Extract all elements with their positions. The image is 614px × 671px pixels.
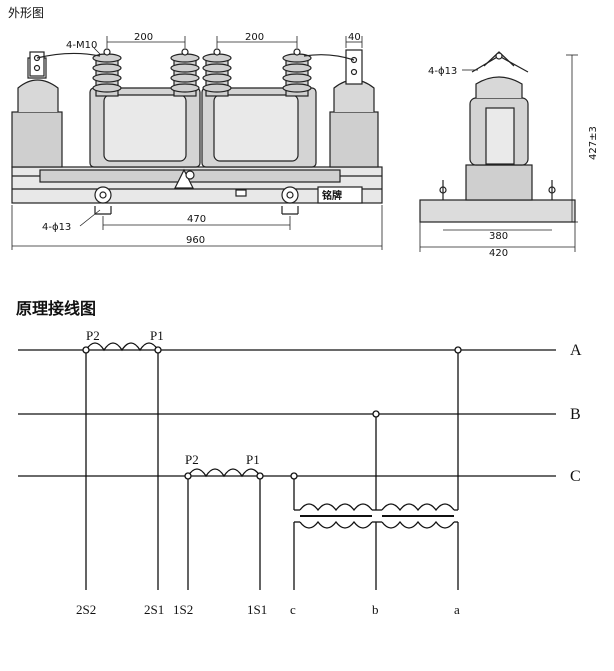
pt-primary-right: [381, 503, 455, 512]
terminal-b: b: [372, 602, 379, 617]
node-a: [454, 346, 462, 354]
dim-bolt: 4-M10: [66, 40, 97, 51]
dim-rail-span: 470: [187, 214, 206, 225]
phase-a: A: [570, 342, 582, 359]
side-dim-holes: 4-ϕ13: [428, 66, 457, 77]
dim-width-top: 40: [348, 32, 361, 43]
side-dim-height: 427±3: [588, 126, 599, 160]
side-dim-inner: 380: [489, 231, 508, 242]
bushing-1: [92, 53, 122, 97]
left-transformer-body: [89, 87, 201, 168]
nameplate-box: [317, 186, 363, 204]
terminal-2s2: 2S2: [76, 602, 96, 617]
phase-c: C: [570, 468, 581, 485]
left-end-insulator: [11, 51, 63, 168]
pt-primary-left: [299, 503, 373, 512]
pt-secondary-left: [299, 520, 373, 529]
terminal-2s1: 2S1: [144, 602, 164, 617]
bushing-2: [170, 53, 200, 97]
mount-clamp-right: [281, 186, 299, 215]
ct-upper-coil: [85, 342, 159, 352]
bushing-3: [202, 53, 232, 97]
mount-clamp-left: [94, 186, 112, 215]
ct-lower-coil: [187, 468, 261, 478]
ct-upper-p1: P1: [150, 328, 164, 343]
ct-lower-p1: P1: [246, 452, 260, 467]
node-b: [372, 410, 380, 418]
small-box: [235, 189, 247, 197]
dim-span-left: 200: [134, 32, 153, 43]
pt-secondary-right: [381, 520, 455, 529]
dim-overall: 960: [186, 235, 205, 246]
ct-lower-p2: P2: [185, 452, 199, 467]
dim-span-right: 200: [245, 32, 264, 43]
terminal-a: a: [454, 602, 460, 617]
schematic: [18, 342, 556, 590]
nameplate-label: 铭牌: [322, 189, 342, 202]
ct-upper-p2: P2: [86, 328, 100, 343]
terminal-1s1: 1S1: [247, 602, 267, 617]
node-c: [290, 472, 298, 480]
side-dim-outer: 420: [489, 248, 508, 259]
terminal-c: c: [290, 602, 296, 617]
right-transformer-body: [201, 87, 317, 168]
schematic-title: 原理接线图: [16, 299, 96, 318]
terminal-1s2: 1S2: [173, 602, 193, 617]
side-view: [419, 51, 578, 252]
bushing-4: [282, 53, 312, 97]
front-view: [11, 36, 383, 250]
phase-b: B: [570, 406, 581, 423]
dim-mount-holes: 4-ϕ13: [42, 222, 71, 233]
outline-title: 外形图: [8, 6, 45, 20]
side-base: [419, 199, 576, 223]
right-end-insulator: [329, 49, 379, 168]
